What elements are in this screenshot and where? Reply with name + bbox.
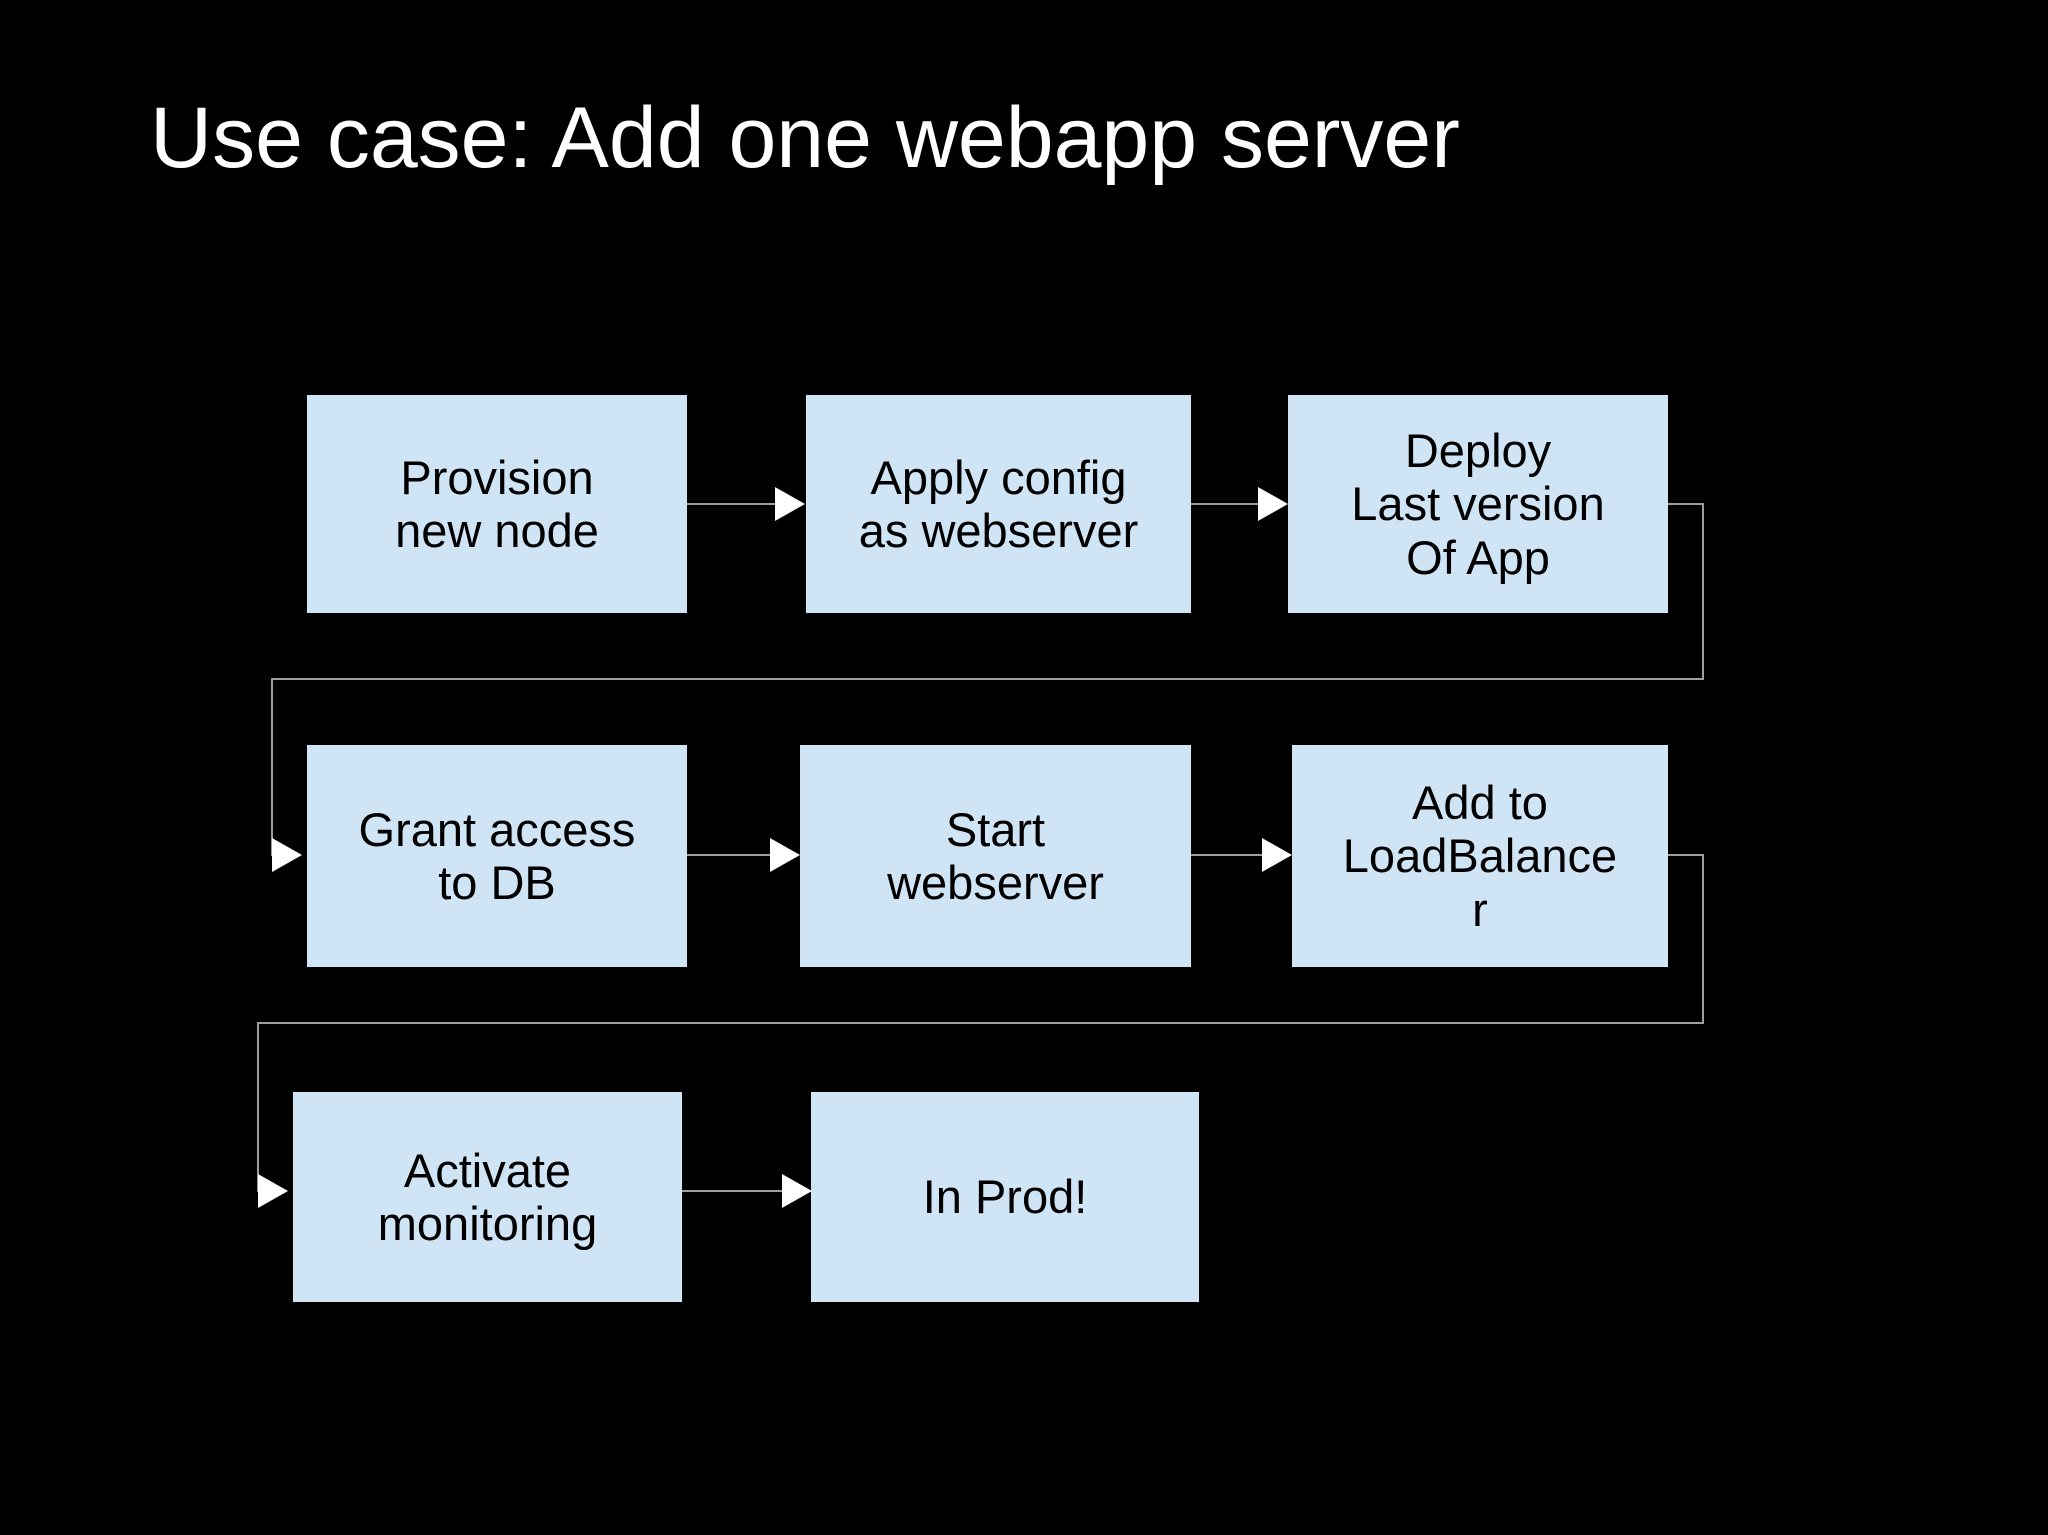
flow-node-in-prod[interactable]: In Prod! — [811, 1092, 1199, 1302]
flow-node-activate-monitoring[interactable]: Activate monitoring — [293, 1092, 682, 1302]
flow-node-add-to-loadbalancer[interactable]: Add to LoadBalance r — [1292, 745, 1668, 967]
flow-node-line: Grant access — [358, 802, 636, 856]
flow-node-start-webserver[interactable]: Start webserver — [800, 745, 1191, 967]
connector-start-webserver-to-loadbalancer — [1191, 854, 1262, 856]
connector-loadbalancer-to-activate-monitoring-segment — [1702, 854, 1704, 1024]
flow-node-line: new node — [395, 504, 599, 557]
connector-activate-monitoring-to-in-prod — [682, 1190, 782, 1192]
flow-node-apply-config-as-webserver[interactable]: Apply config as webserver — [806, 395, 1191, 613]
arrowhead-icon — [272, 838, 302, 872]
flow-node-line: Provision — [400, 450, 594, 504]
flow-node-line: Activate — [403, 1143, 572, 1197]
flow-node-line: Last version — [1351, 477, 1605, 531]
connector-deploy-to-grant-access-segment — [271, 678, 273, 855]
flow-node-line: Of App — [1406, 530, 1550, 584]
flow-node-line: Start — [945, 802, 1046, 856]
arrowhead-icon — [770, 838, 800, 872]
arrowhead-icon — [258, 1174, 288, 1208]
flow-node-line: Deploy — [1404, 424, 1552, 478]
flow-node-deploy-last-version-of-app[interactable]: Deploy Last version Of App — [1288, 395, 1668, 613]
arrowhead-icon — [1262, 838, 1292, 872]
connector-grant-access-to-start-webserver — [687, 854, 770, 856]
flow-node-line: webserver — [887, 856, 1104, 909]
arrowhead-icon — [775, 487, 805, 521]
connector-loadbalancer-to-activate-monitoring-segment — [257, 1022, 1704, 1024]
flow-node-line: Add to — [1412, 776, 1548, 830]
connector-loadbalancer-to-activate-monitoring-segment — [1668, 854, 1704, 856]
arrowhead-icon — [1258, 487, 1288, 521]
connector-apply-config-to-deploy — [1191, 503, 1258, 505]
connector-deploy-to-grant-access-segment — [271, 678, 1704, 680]
flow-node-line: In Prod! — [922, 1170, 1088, 1224]
flow-node-line: r — [1472, 882, 1488, 936]
flow-node-line: to DB — [438, 856, 556, 909]
connector-loadbalancer-to-activate-monitoring-segment — [257, 1022, 259, 1192]
connector-deploy-to-grant-access-segment — [1702, 503, 1704, 680]
flow-node-provision-new-node[interactable]: Provision new node — [307, 395, 687, 613]
page-title: Use case: Add one webapp server — [150, 90, 1460, 186]
arrowhead-icon — [782, 1174, 812, 1208]
flow-node-line: as webserver — [858, 504, 1139, 557]
connector-provision-to-apply-config — [687, 503, 775, 505]
flow-node-line: LoadBalance — [1342, 829, 1618, 883]
flow-node-line: Apply config — [870, 450, 1127, 504]
flow-node-line: monitoring — [377, 1197, 598, 1250]
flow-node-grant-access-to-db[interactable]: Grant access to DB — [307, 745, 687, 967]
connector-deploy-to-grant-access-segment — [1668, 503, 1704, 505]
